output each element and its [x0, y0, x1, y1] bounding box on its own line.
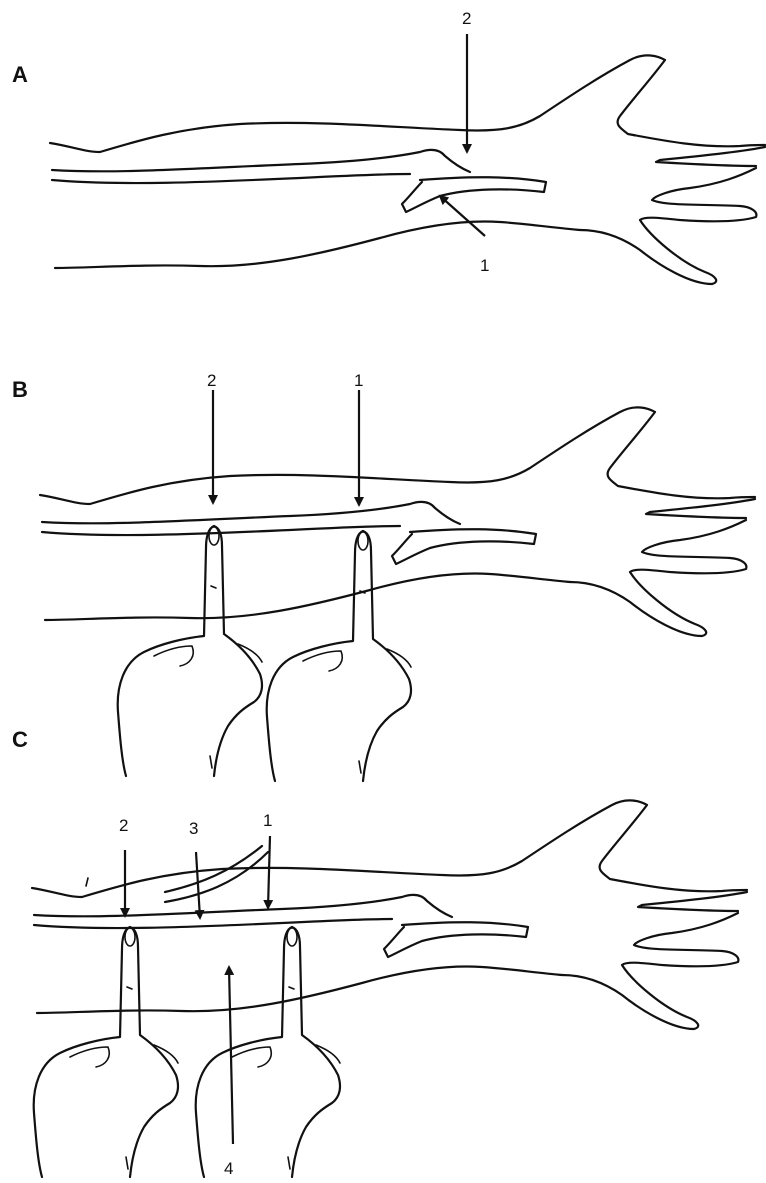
label-2-a: 2	[462, 9, 471, 28]
emptied-vein-lower	[165, 852, 268, 902]
label-2-b: 2	[207, 371, 216, 390]
hand-right-b	[267, 531, 411, 781]
arrow-1-c	[268, 836, 270, 908]
panel-letter-c: C	[12, 727, 28, 752]
hand-right-c	[196, 927, 340, 1177]
panel-b: B 2 1	[12, 371, 755, 781]
label-2-c: 2	[119, 816, 128, 835]
label-1-a: 1	[480, 256, 489, 275]
label-1-b: 1	[354, 371, 363, 390]
panel-letter-a: A	[12, 62, 28, 87]
label-3-c: 3	[189, 819, 198, 838]
label-1-c: 1	[263, 811, 272, 830]
arm-drawing-b	[40, 407, 755, 636]
arrow-4-c	[229, 967, 233, 1144]
hand-left-b	[118, 526, 262, 776]
panel-letter-b: B	[12, 377, 28, 402]
hand-left-c	[34, 927, 178, 1177]
arrow-3-c	[196, 852, 200, 918]
panel-a: A 2 1	[12, 9, 765, 284]
label-4-c: 4	[224, 1159, 233, 1178]
panel-c: C 2 3 1 4	[12, 727, 747, 1178]
arrow-1-a	[440, 196, 485, 236]
arm-drawing-a	[50, 55, 765, 284]
